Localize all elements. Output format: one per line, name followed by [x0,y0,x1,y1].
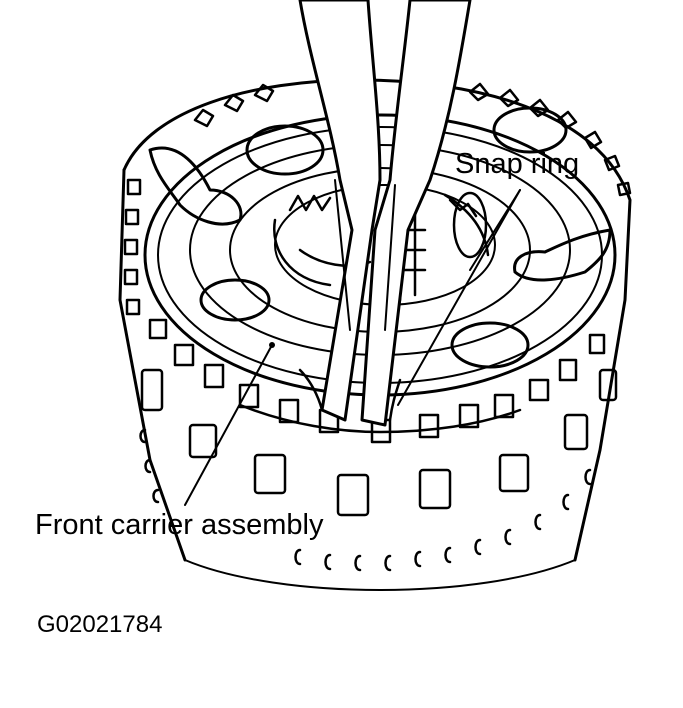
leader-lines [184,189,521,506]
snap-ring-pliers [298,0,472,427]
upper-spline-teeth [193,82,632,197]
leader-dot [269,342,275,348]
carrier-holes [199,106,568,369]
front-carrier-assembly-label: Front carrier assembly [35,509,324,541]
drum-slots [139,428,592,572]
snap-ring [238,368,522,434]
snap-ring-label: Snap ring [455,148,580,180]
carrier-lugs [148,146,612,282]
drum-windows [140,368,618,517]
lower-spline-teeth [148,318,606,444]
left-spline-teeth [123,178,142,316]
figure-code-label: G02021784 [37,611,163,638]
